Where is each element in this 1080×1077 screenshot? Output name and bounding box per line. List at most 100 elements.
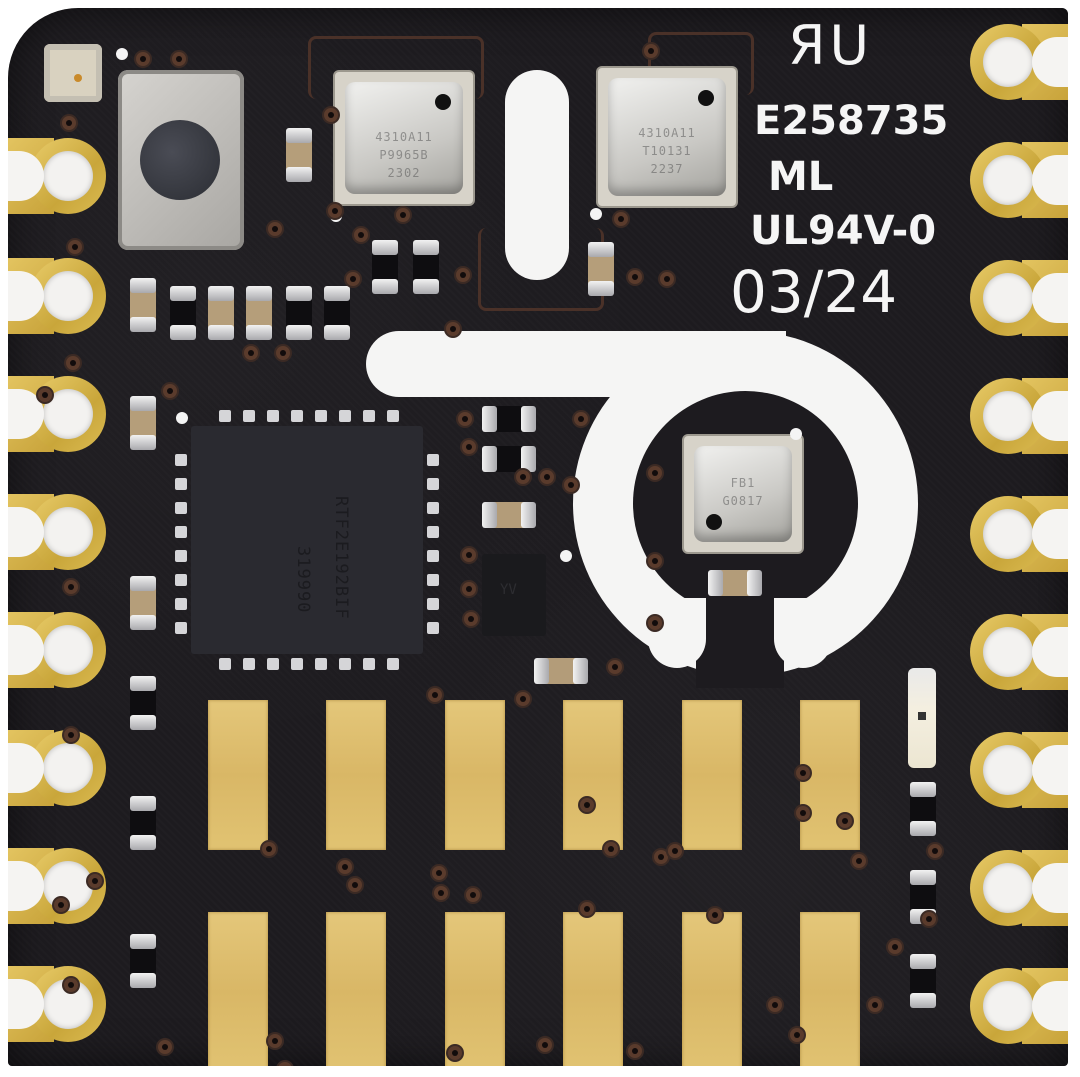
qfn-pin	[175, 574, 187, 586]
castellated-pad-left	[8, 376, 106, 452]
smd-terminal	[286, 286, 312, 301]
pad-edge-hole	[1032, 37, 1068, 87]
smd-terminal	[246, 286, 272, 301]
via	[516, 470, 530, 484]
via	[268, 1034, 282, 1048]
via	[922, 912, 936, 926]
sensor-marking: 2237	[650, 162, 684, 176]
flammability-rating: UL94V-0	[750, 208, 937, 254]
smd-terminal	[130, 715, 156, 730]
via	[328, 204, 342, 218]
smd-terminal	[413, 279, 439, 294]
smd-terminal	[324, 286, 350, 301]
pad-edge-hole	[1032, 627, 1068, 677]
castellated-pad-right	[970, 142, 1068, 218]
via	[62, 116, 76, 130]
sensor-marking: G0817	[722, 494, 764, 508]
via	[768, 998, 782, 1012]
qfn-pin	[175, 526, 187, 538]
sensor-marking: P9965B	[379, 148, 429, 162]
smd-terminal	[413, 240, 439, 255]
pad-hole	[43, 861, 93, 911]
pad-hole	[43, 507, 93, 557]
capacitor	[534, 658, 588, 684]
castellated-pad-left	[8, 258, 106, 334]
via	[136, 52, 150, 66]
qfn-pin	[427, 502, 439, 514]
qfn-pin	[427, 478, 439, 490]
date-code: 03/24	[730, 258, 898, 326]
pad-hole	[983, 155, 1033, 205]
via	[466, 888, 480, 902]
pad-edge-hole	[1032, 745, 1068, 795]
smd-terminal	[588, 281, 614, 296]
qfn-pin	[339, 410, 351, 422]
contact-pad-lower	[445, 912, 505, 1066]
castellated-pad-left	[8, 138, 106, 214]
resistor	[910, 782, 936, 836]
qfn-pin	[315, 658, 327, 670]
via	[396, 208, 410, 222]
smd-terminal	[708, 570, 723, 596]
via	[628, 1044, 642, 1058]
capacitor	[286, 128, 312, 182]
via	[838, 814, 852, 828]
qfn-pin	[219, 410, 231, 422]
smd-terminal	[130, 934, 156, 949]
tactile-button[interactable]	[118, 70, 244, 250]
smd-terminal	[372, 240, 398, 255]
via	[540, 470, 554, 484]
smd-terminal	[130, 973, 156, 988]
via	[88, 874, 102, 888]
castellated-pad-left	[8, 494, 106, 570]
capacitor	[246, 286, 272, 340]
pad-hole	[43, 743, 93, 793]
via	[574, 412, 588, 426]
sensor-port-icon	[698, 90, 714, 106]
ml-marking: ML	[768, 154, 834, 200]
contact-pad-lower	[682, 912, 742, 1066]
contact-pad-upper	[563, 700, 623, 850]
qfn-pin	[175, 454, 187, 466]
pad-hole	[983, 745, 1033, 795]
capacitor	[588, 242, 614, 296]
resistor	[130, 676, 156, 730]
smd-terminal	[588, 242, 614, 257]
via	[434, 886, 448, 900]
castellated-pad-left	[8, 730, 106, 806]
via	[462, 440, 476, 454]
via	[354, 228, 368, 242]
castellated-pad-right	[970, 968, 1068, 1044]
smd-terminal	[208, 325, 234, 340]
capacitor	[130, 576, 156, 630]
qfn-pin	[291, 658, 303, 670]
capacitor	[130, 278, 156, 332]
sensor-marking: 4310A11	[375, 130, 433, 144]
qfn-pin	[427, 598, 439, 610]
contact-pad-upper	[326, 700, 386, 850]
resistor	[482, 446, 536, 472]
qfn-pin	[315, 410, 327, 422]
ul-file-number: E258735	[754, 98, 949, 144]
resistor	[170, 286, 196, 340]
via	[172, 52, 186, 66]
sigma-gap-end-right	[774, 598, 832, 668]
smd-terminal	[910, 954, 936, 969]
via	[888, 940, 902, 954]
qfn-pin	[175, 598, 187, 610]
via	[66, 356, 80, 370]
qfn-pin	[243, 658, 255, 670]
qfn-pin	[175, 622, 187, 634]
smd-terminal	[534, 658, 549, 684]
qfn-pin	[427, 550, 439, 562]
smd-terminal	[130, 576, 156, 591]
via	[276, 346, 290, 360]
contact-pad-lower	[326, 912, 386, 1066]
pad-hole	[983, 863, 1033, 913]
via	[64, 978, 78, 992]
chip-marking: RTF2E192BIF	[331, 496, 351, 620]
pin1-dot	[790, 428, 802, 440]
smd-terminal	[286, 167, 312, 182]
qfn-pin	[427, 574, 439, 586]
via	[462, 582, 476, 596]
